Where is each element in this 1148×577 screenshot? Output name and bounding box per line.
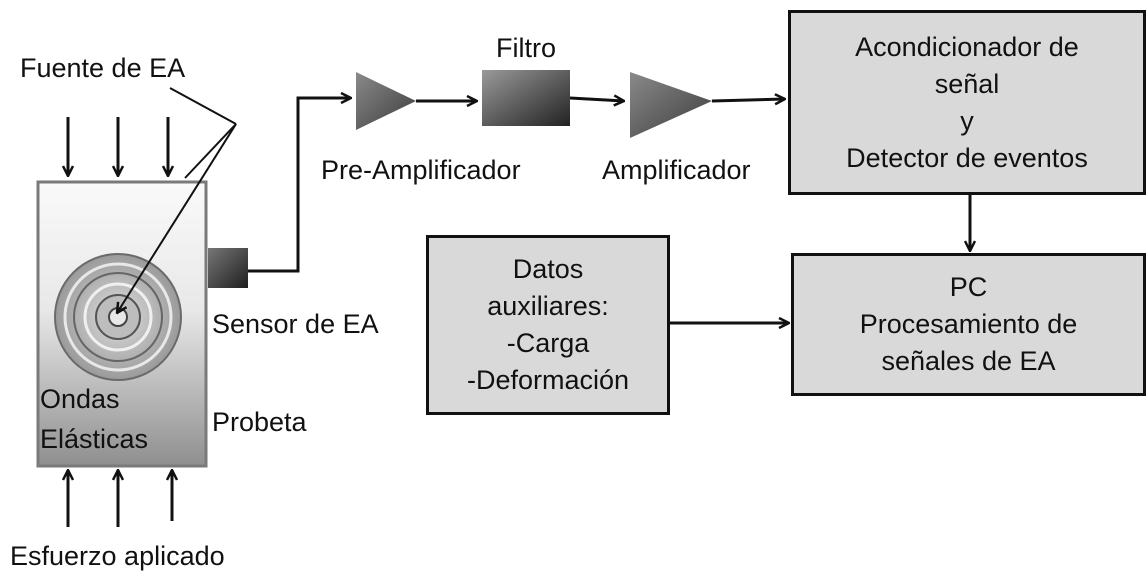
auxiliary-line-4: -Deformación [466,365,630,395]
auxiliary-line-1: Datos [512,254,584,284]
conditioner-line-3: y [960,105,974,136]
preamplifier-symbol [356,72,416,130]
elastic-waves-label-line2: Elásticas [40,424,149,454]
auxiliary-line-3: -Carga [506,328,590,358]
signal-path-amp [711,99,785,101]
filter-label: Filtro [496,33,556,63]
pc-line-2: Procesamiento de [859,309,1078,339]
source-label: Fuente de EA [20,53,186,83]
conditioner-line-4: Detector de eventos [846,142,1088,173]
conditioner-box: Acondicionador de señal y Detector de ev… [788,10,1146,195]
load-arrows-bottom [68,470,172,527]
applied-stress-label: Esfuerzo aplicado [10,541,225,571]
auxiliary-line-2: auxiliares: [487,291,609,321]
signal-path-sensor [248,98,351,273]
filter-block [482,70,570,126]
preamplifier-label: Pre-Amplificador [321,155,521,185]
elastic-waves-label-line1: Ondas [40,384,120,414]
signal-path-filter [569,98,624,101]
amplifier-label: Amplificador [602,155,751,185]
source-pointer [117,87,237,313]
load-arrows-top [68,117,168,176]
pc-box: PC Procesamiento de señales de EA [791,253,1146,396]
pc-line-3: señales de EA [881,346,1056,376]
elastic-waves [54,253,182,381]
conditioner-line-2: señal [934,68,1000,99]
conditioner-line-1: Acondicionador de [855,31,1079,62]
ae-sensor [208,248,248,288]
auxiliary-data-box: Datos auxiliares: -Carga -Deformación [426,235,670,415]
pc-line-1: PC [949,272,988,302]
amplifier-symbol [630,72,712,138]
sensor-label: Sensor de EA [212,309,379,339]
specimen-label: Probeta [212,407,307,437]
